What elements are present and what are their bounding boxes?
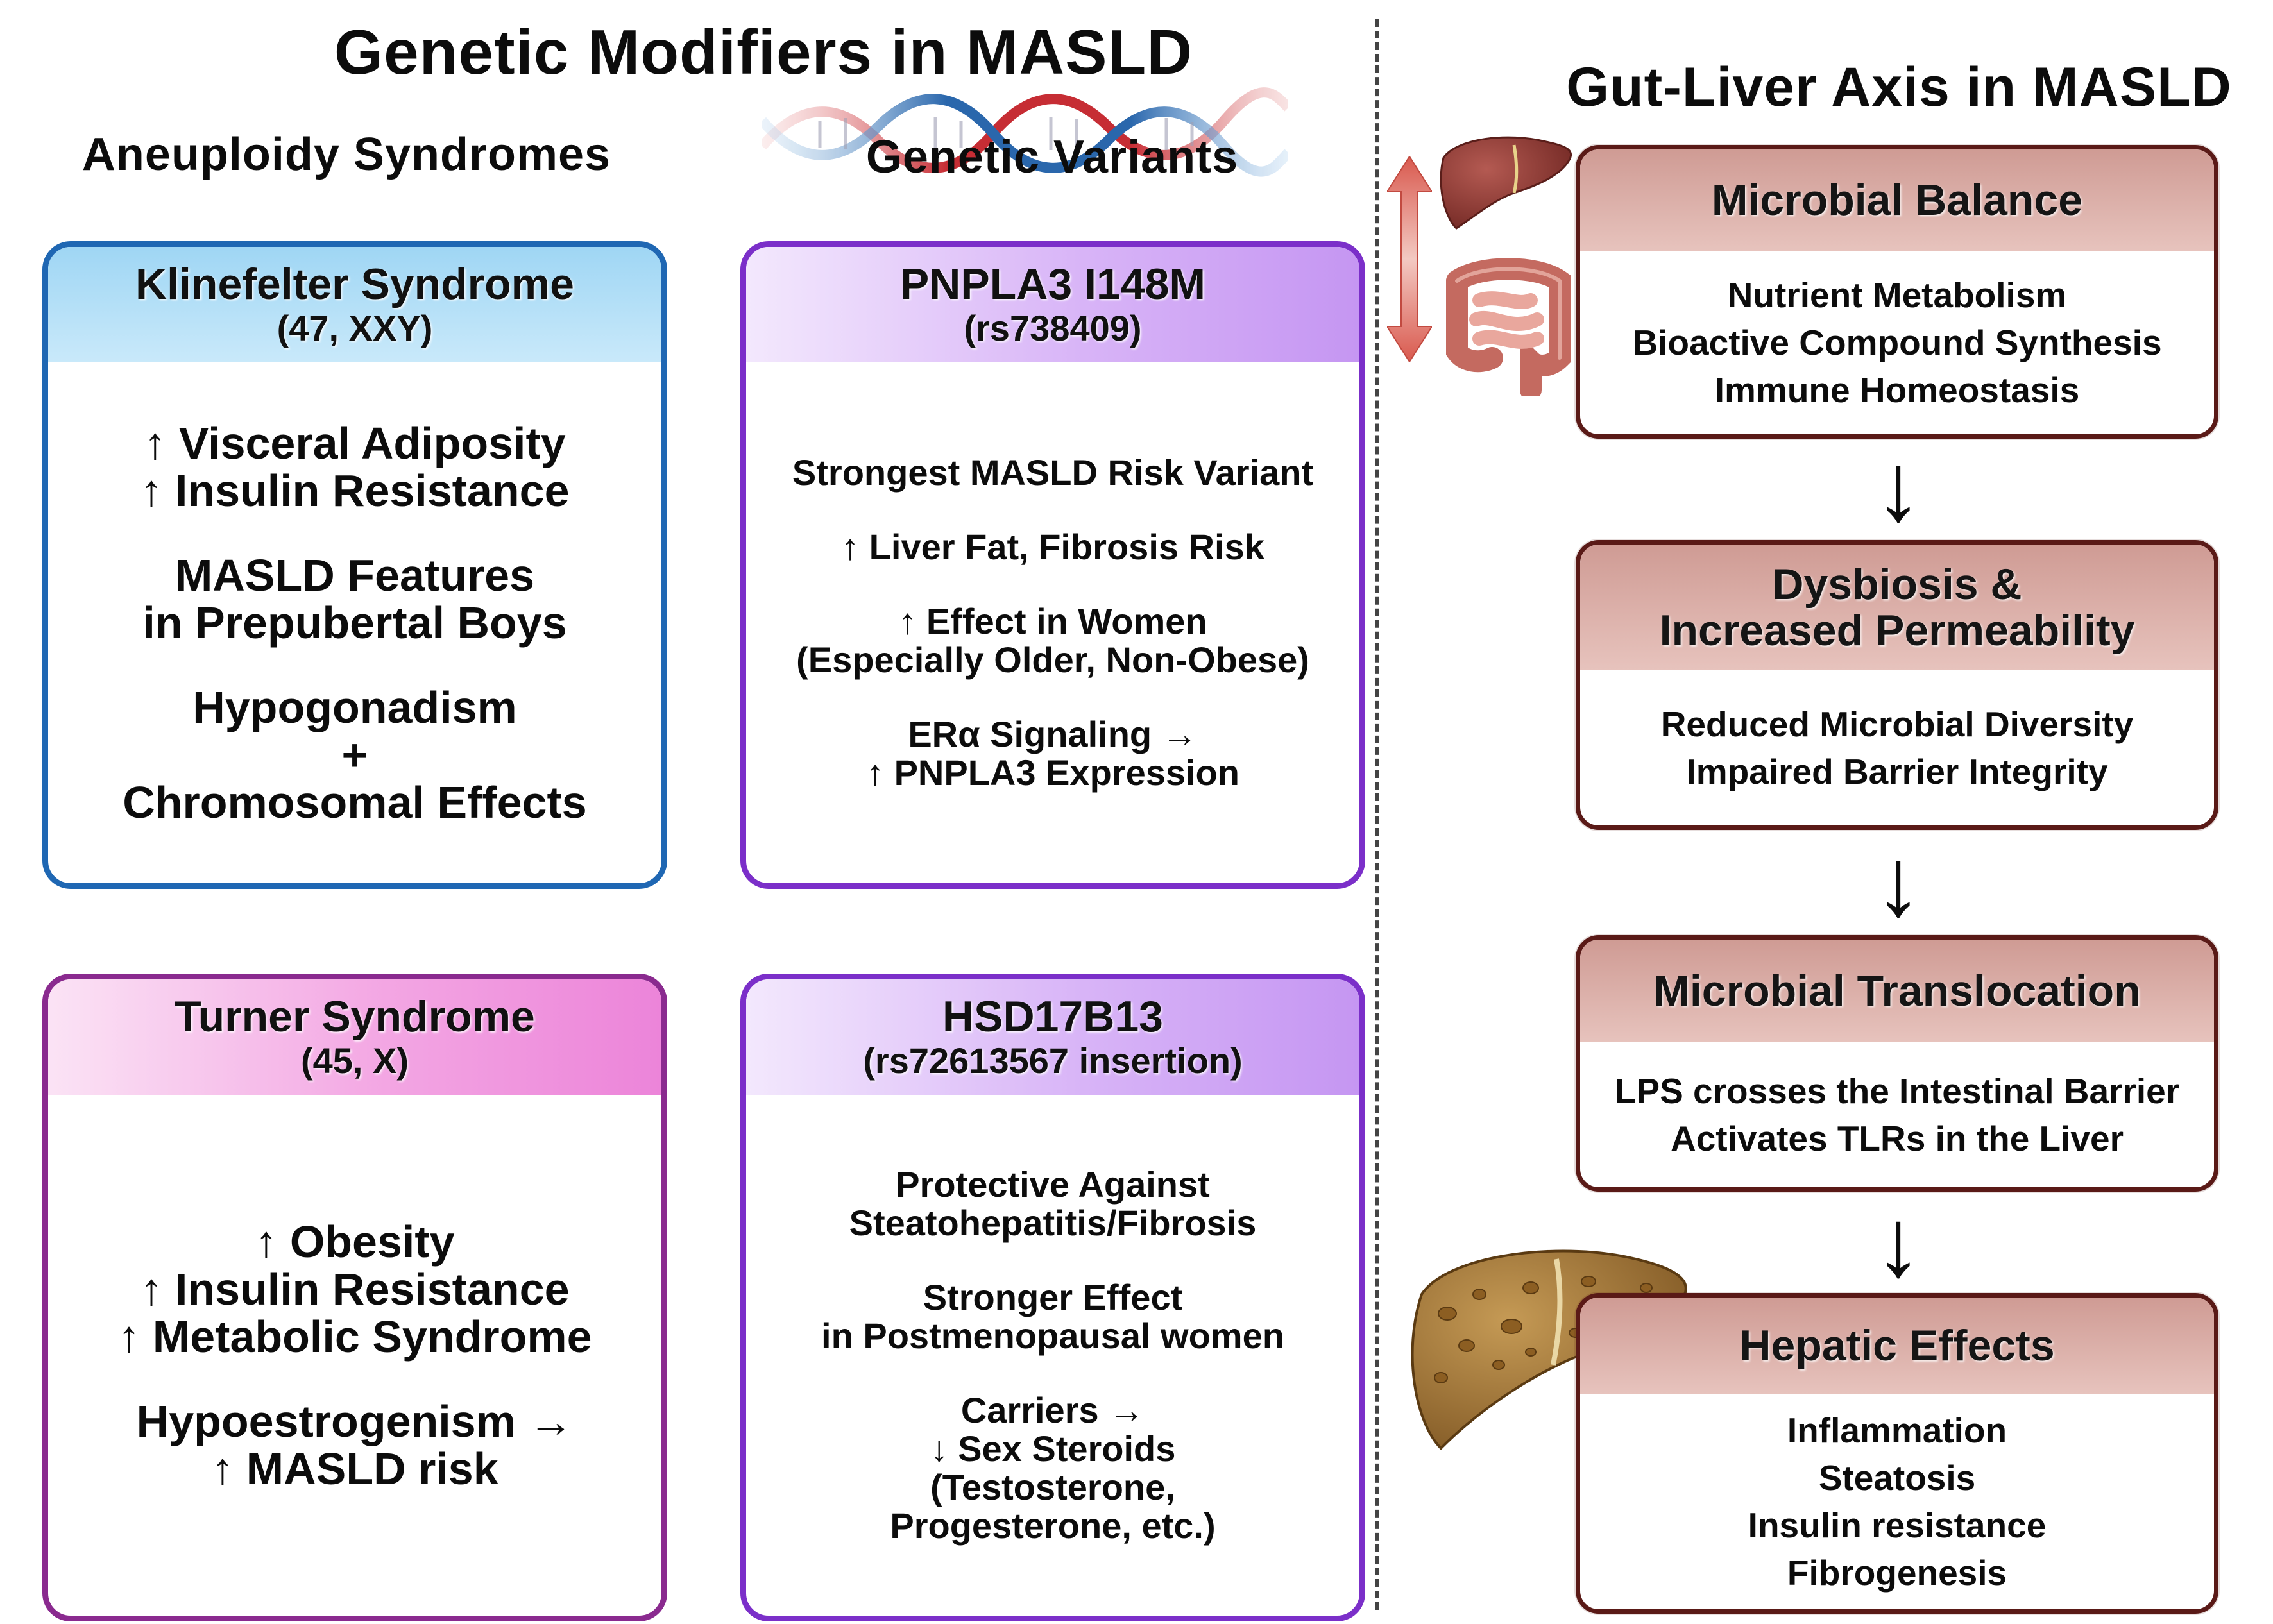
pnpla3-card: PNPLA3 I148M (rs738409) Strongest MASLD …: [740, 241, 1365, 889]
gut-box-line: Inflammation: [1787, 1410, 2007, 1450]
pnpla3-title: PNPLA3 I148M: [899, 260, 1206, 309]
pnpla3-body: Strongest MASLD Risk Variant ↑ Liver Fat…: [746, 362, 1359, 883]
klinefelter-body: ↑ Visceral Adiposity ↑ Insulin Resistanc…: [48, 362, 661, 883]
pnpla3-subtitle: (rs738409): [964, 308, 1142, 348]
gut-box-body: Reduced Microbial Diversity Impaired Bar…: [1580, 670, 2214, 825]
gut-box-header: Dysbiosis & Increased Permeability: [1580, 545, 2214, 670]
klinefelter-line: in Prepubertal Boys: [142, 598, 567, 648]
gut-box-line: Immune Homeostasis: [1714, 370, 2080, 410]
gut-box-line: Insulin resistance: [1748, 1505, 2047, 1545]
gut-box-line: Impaired Barrier Integrity: [1686, 752, 2108, 791]
klinefelter-line: ↑ Insulin Resistance: [140, 466, 570, 516]
hsd17b13-line: ↓ Sex Steroids: [930, 1428, 1176, 1469]
liver-icon: [1440, 136, 1572, 230]
gut-box-line: Reduced Microbial Diversity: [1660, 704, 2134, 744]
flow-arrow-icon: ↓: [1874, 1188, 1923, 1296]
pnpla3-line: ↑ Effect in Women: [898, 601, 1207, 641]
pnpla3-line: (Especially Older, Non-Obese): [796, 639, 1309, 680]
flow-arrow-icon: ↓: [1874, 828, 1923, 936]
klinefelter-line: ↑ Visceral Adiposity: [144, 418, 566, 468]
flow-arrow-icon: ↓: [1874, 433, 1923, 541]
klinefelter-subtitle: (47, XXY): [277, 308, 433, 348]
gut-box-dysbiosis: Dysbiosis & Increased Permeability Reduc…: [1576, 540, 2218, 830]
hsd17b13-line: (Testosterone,: [930, 1467, 1175, 1507]
turner-title: Turner Syndrome: [175, 992, 535, 1041]
hsd17b13-line: Progesterone, etc.): [890, 1505, 1216, 1546]
turner-line: ↑ Metabolic Syndrome: [117, 1312, 592, 1362]
turner-line: ↑ MASLD risk: [211, 1444, 498, 1494]
gut-box-line: Activates TLRs in the Liver: [1670, 1119, 2124, 1158]
turner-body: ↑ Obesity ↑ Insulin Resistance ↑ Metabol…: [48, 1095, 661, 1616]
pnpla3-line: ↑ Liver Fat, Fibrosis Risk: [841, 527, 1264, 567]
turner-subtitle: (45, X): [300, 1040, 409, 1081]
gut-box-translocation: Microbial Translocation LPS crosses the …: [1576, 935, 2218, 1192]
gut-box-title-line2: Increased Permeability: [1659, 606, 2135, 655]
pnpla3-line: ↑ PNPLA3 Expression: [866, 752, 1239, 793]
hsd17b13-subtitle: (rs72613567 insertion): [863, 1040, 1243, 1081]
gut-box-line: Bioactive Compound Synthesis: [1632, 323, 2162, 362]
gut-box-line: Nutrient Metabolism: [1727, 275, 2067, 315]
variants-heading: Genetic Variants: [865, 131, 1239, 183]
intestine-icon: [1446, 258, 1571, 396]
gut-box-header: Hepatic Effects: [1580, 1298, 2214, 1394]
aneuploidy-heading: Aneuploidy Syndromes: [81, 129, 611, 180]
gut-box-hepatic-effects: Hepatic Effects Inflammation Steatosis I…: [1576, 1293, 2218, 1614]
gut-box-title: Hepatic Effects: [1739, 1321, 2055, 1370]
main-title: Genetic Modifiers in MASLD: [334, 17, 1193, 87]
turner-card: Turner Syndrome (45, X) ↑ Obesity ↑ Insu…: [42, 974, 667, 1621]
gut-box-line: Fibrogenesis: [1787, 1553, 2007, 1593]
gut-box-title: Dysbiosis &: [1772, 560, 2022, 609]
gut-box-microbial-balance: Microbial Balance Nutrient Metabolism Bi…: [1576, 145, 2218, 439]
hsd17b13-line: Steatohepatitis/Fibrosis: [849, 1203, 1257, 1243]
pnpla3-header: PNPLA3 I148M (rs738409): [746, 247, 1359, 362]
turner-line: ↑ Insulin Resistance: [140, 1264, 570, 1314]
pnpla3-line: Strongest MASLD Risk Variant: [792, 452, 1314, 493]
section-divider: [1375, 19, 1379, 1610]
klinefelter-header: Klinefelter Syndrome (47, XXY): [48, 247, 661, 362]
hsd17b13-body: Protective Against Steatohepatitis/Fibro…: [746, 1095, 1359, 1616]
hsd17b13-line: Stronger Effect: [923, 1277, 1183, 1317]
gut-box-line: LPS crosses the Intestinal Barrier: [1614, 1071, 2180, 1111]
gut-liver-heading: Gut-Liver Axis in MASLD: [1566, 56, 2232, 118]
gut-box-header: Microbial Balance: [1580, 149, 2214, 251]
gut-box-header: Microbial Translocation: [1580, 940, 2214, 1042]
klinefelter-line: +: [341, 730, 368, 780]
klinefelter-card: Klinefelter Syndrome (47, XXY) ↑ Viscera…: [42, 241, 667, 889]
gut-box-body: Nutrient Metabolism Bioactive Compound S…: [1580, 251, 2214, 434]
dna-icon: [762, 87, 1288, 177]
klinefelter-title: Klinefelter Syndrome: [135, 260, 574, 309]
double-arrow-icon: [1387, 156, 1432, 362]
klinefelter-line: Hypogonadism: [192, 682, 517, 732]
klinefelter-line: Chromosomal Effects: [123, 777, 587, 827]
turner-line: ↑ Obesity: [255, 1217, 455, 1267]
hsd17b13-title: HSD17B13: [942, 992, 1163, 1041]
gut-box-title: Microbial Balance: [1711, 176, 2083, 224]
gut-box-line: Steatosis: [1818, 1458, 1976, 1498]
turner-header: Turner Syndrome (45, X): [48, 979, 661, 1095]
gut-box-body: LPS crosses the Intestinal Barrier Activ…: [1580, 1042, 2214, 1187]
gut-box-body: Inflammation Steatosis Insulin resistanc…: [1580, 1394, 2214, 1609]
gut-box-title: Microbial Translocation: [1653, 967, 2141, 1015]
hsd17b13-line: Protective Against: [896, 1164, 1210, 1205]
pnpla3-line: ERα Signaling →: [908, 714, 1198, 754]
klinefelter-line: MASLD Features: [175, 550, 535, 600]
hsd17b13-card: HSD17B13 (rs72613567 insertion) Protecti…: [740, 974, 1365, 1621]
hsd17b13-header: HSD17B13 (rs72613567 insertion): [746, 979, 1359, 1095]
hsd17b13-line: in Postmenopausal women: [821, 1315, 1284, 1356]
hsd17b13-line: Carriers →: [960, 1390, 1145, 1430]
turner-line: Hypoestrogenism →: [136, 1396, 574, 1446]
